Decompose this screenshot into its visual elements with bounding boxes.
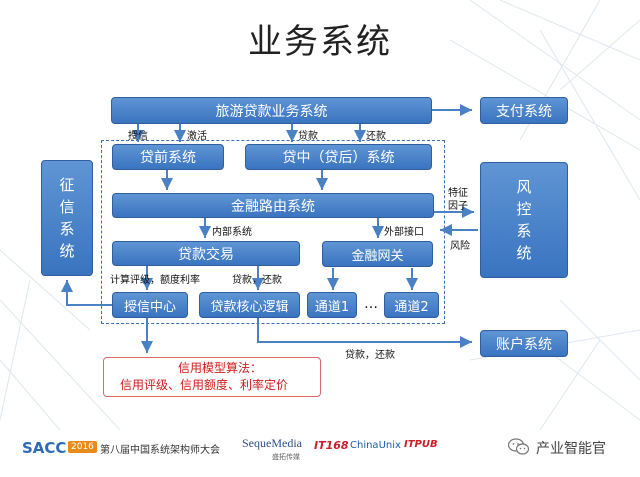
credit-model-box: 信用模型算法： 信用评级、信用额度、利率定价 (103, 357, 321, 397)
footer-conference-name: 第八届中国系统架构师大会 (100, 445, 220, 456)
credit-bureau-char-4: 统 (59, 242, 75, 260)
label-loan-repay-account: 贷款，还款 (345, 350, 395, 361)
label-feature: 特征 (448, 188, 468, 199)
label-internal-system: 内部系统 (212, 227, 252, 238)
risk-control-char-3: 系 (516, 222, 532, 240)
label-repay: 还款 (366, 131, 386, 142)
footer-sacc-logo: SACC (22, 439, 67, 457)
account-system: 账户系统 (480, 330, 568, 357)
payment-system: 支付系统 (480, 97, 568, 124)
wechat-account-name: 产业智能官 (536, 441, 606, 457)
risk-control-char-1: 风 (516, 178, 532, 196)
channel-ellipsis: … (364, 296, 378, 312)
label-loan-repay-inner: 贷款，还款 (232, 275, 282, 286)
risk-control-char-4: 统 (516, 244, 532, 262)
credit-bureau-char-2: 信 (59, 198, 75, 216)
loan-trade: 贷款交易 (112, 241, 300, 266)
risk-control-system: 风 控 系 统 (480, 162, 568, 278)
credit-bureau-char-3: 系 (59, 220, 75, 238)
credit-bureau-system: 征 信 系 统 (41, 160, 93, 276)
label-calc-rating: 计算评级，额度利率 (110, 275, 200, 286)
footer-sponsor-sequemedia-sub: 盛拓传媒 (272, 453, 300, 461)
credit-model-title: 信用模型算法： (178, 361, 263, 375)
label-risk: 风险 (450, 241, 470, 252)
label-factor: 因子 (448, 201, 468, 212)
tourism-loan-system: 旅游贷款业务系统 (111, 97, 432, 124)
page-title: 业务系统 (248, 22, 392, 62)
in-loan-system: 贷中（贷后）系统 (245, 144, 432, 170)
loan-core-logic: 贷款核心逻辑 (199, 292, 300, 318)
risk-control-char-2: 控 (516, 200, 532, 218)
footer-sponsor-it168: IT168 (314, 439, 349, 452)
credit-bureau-char-1: 征 (59, 176, 75, 194)
footer-year-badge: 2016 (68, 441, 97, 453)
credit-center: 授信中心 (112, 292, 188, 318)
credit-model-detail: 信用评级、信用额度、利率定价 (120, 378, 289, 392)
footer-bar: SACC 2016 第八届中国系统架构师大会 SequeMedia 盛拓传媒 I… (0, 430, 640, 477)
pre-loan-system: 贷前系统 (112, 144, 224, 170)
label-activate: 激活 (187, 131, 207, 142)
label-credit: 授信 (128, 131, 148, 142)
footer-sponsor-sequemedia: SequeMedia (242, 436, 302, 450)
financial-routing-system: 金融路由系统 (112, 193, 434, 218)
financial-gateway: 金融网关 (322, 241, 433, 267)
label-external-interface: 外部接口 (384, 227, 424, 238)
footer-sponsor-chinaunix: ChinaUnix (350, 440, 401, 451)
channel-1: 通道1 (307, 292, 357, 318)
channel-2: 通道2 (384, 292, 439, 318)
wechat-icon (507, 438, 530, 456)
footer-sponsor-itpub: ITPUB (404, 439, 438, 450)
label-loan: 贷款 (298, 131, 318, 142)
